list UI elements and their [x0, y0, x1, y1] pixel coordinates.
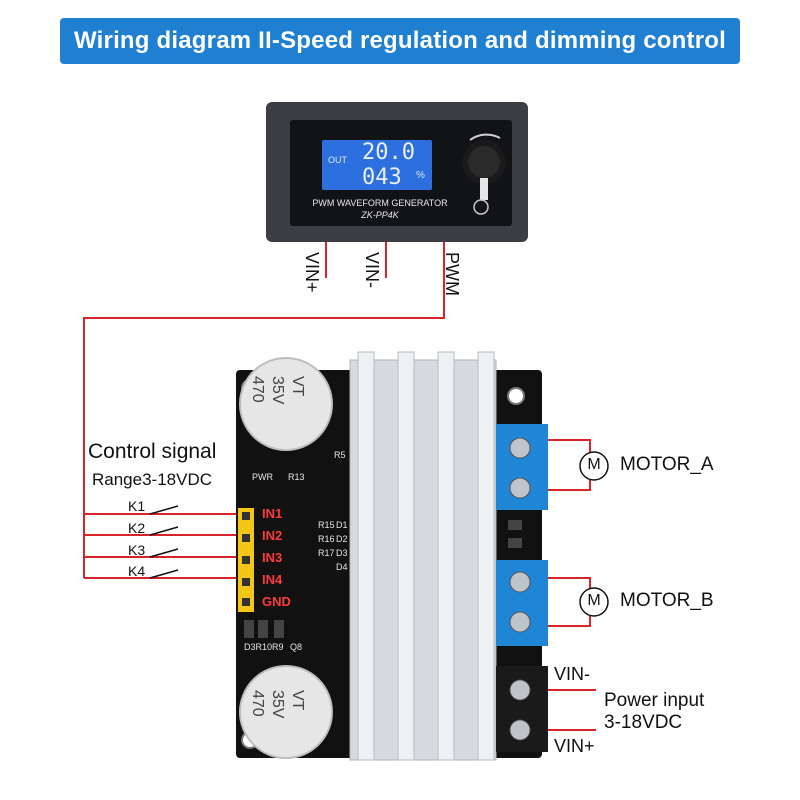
- power-input-label: Power input: [604, 690, 705, 711]
- motor-b-symbol: [579, 587, 609, 617]
- silk-d2: D2: [336, 534, 348, 544]
- cap-top-line1: 470: [249, 376, 266, 403]
- control-signal-range: Range3-18VDC: [92, 470, 213, 489]
- motor-a-m: M: [587, 456, 601, 473]
- cap-top-line2: 35V: [269, 376, 286, 405]
- input-in3-label: IN3: [262, 550, 283, 565]
- generator-wires: [83, 242, 445, 579]
- pin-vin-plus-label: VIN+: [302, 252, 322, 293]
- silk-r5: R5: [334, 450, 346, 460]
- pwm-generator-module: [266, 102, 528, 242]
- rotate-arrow-icon: [469, 133, 501, 141]
- silk-r13: R13: [288, 472, 305, 482]
- generator-model: ZK-PP4K: [361, 210, 399, 220]
- lcd-value-2: 043: [362, 165, 402, 190]
- input-gnd-label: GND: [262, 594, 291, 609]
- silk-r15: R15: [318, 520, 335, 530]
- page-title: Wiring diagram II-Speed regulation and d…: [74, 27, 726, 54]
- input-in4-label: IN4: [262, 572, 283, 587]
- switch-symbols: [149, 505, 179, 579]
- input-in2-label: IN2: [262, 528, 283, 543]
- switch-k3-label: K3: [128, 542, 146, 558]
- silk-d4: D4: [336, 562, 348, 572]
- switch-k2-label: K2: [128, 520, 146, 536]
- motor-b-label: MOTOR_B: [620, 590, 714, 611]
- power-vin-minus: VIN-: [554, 664, 590, 684]
- silk-d1: D1: [336, 520, 348, 530]
- pin-vin-minus-label: VIN-: [362, 252, 382, 288]
- silk-r10: D3R10R9: [244, 642, 284, 652]
- control-signal-title: Control signal: [88, 440, 217, 463]
- motor-b-m: M: [587, 592, 601, 609]
- switch-k4-label: K4: [128, 563, 146, 579]
- cap-bottom-line1: 470: [249, 690, 266, 717]
- title-banner: Wiring diagram II-Speed regulation and d…: [60, 18, 740, 64]
- silk-r17: R17: [318, 548, 335, 558]
- cap-bottom-line3: VT: [289, 690, 306, 711]
- silk-pwr: PWR: [252, 472, 273, 482]
- power-vin-plus: VIN+: [554, 736, 595, 756]
- generator-name: PWM WAVEFORM GENERATOR: [312, 198, 448, 208]
- power-icon: [473, 199, 489, 215]
- lcd-unit: %: [416, 170, 425, 181]
- lcd-out-label: OUT: [328, 155, 347, 165]
- input-in1-label: IN1: [262, 506, 283, 521]
- silk-d3: D3: [336, 548, 348, 558]
- cap-top-line3: VT: [289, 376, 306, 397]
- lcd-screen: [322, 140, 432, 190]
- pin-pwm-label: PWM: [442, 252, 462, 296]
- lcd-value-1: 20.0: [362, 140, 415, 165]
- motor-wires: [548, 439, 596, 731]
- silk-q8: Q8: [290, 642, 303, 652]
- capacitor-bottom: [239, 665, 333, 759]
- motor-a-symbol: [579, 451, 609, 481]
- cap-bottom-line2: 35V: [269, 690, 286, 719]
- motor-a-label: MOTOR_A: [620, 454, 714, 475]
- driver-board: [236, 351, 548, 761]
- switch-k1-label: K1: [128, 498, 146, 514]
- silk-r16: R16: [318, 534, 335, 544]
- power-range-label: 3-18VDC: [604, 712, 683, 733]
- capacitor-top: [239, 357, 333, 451]
